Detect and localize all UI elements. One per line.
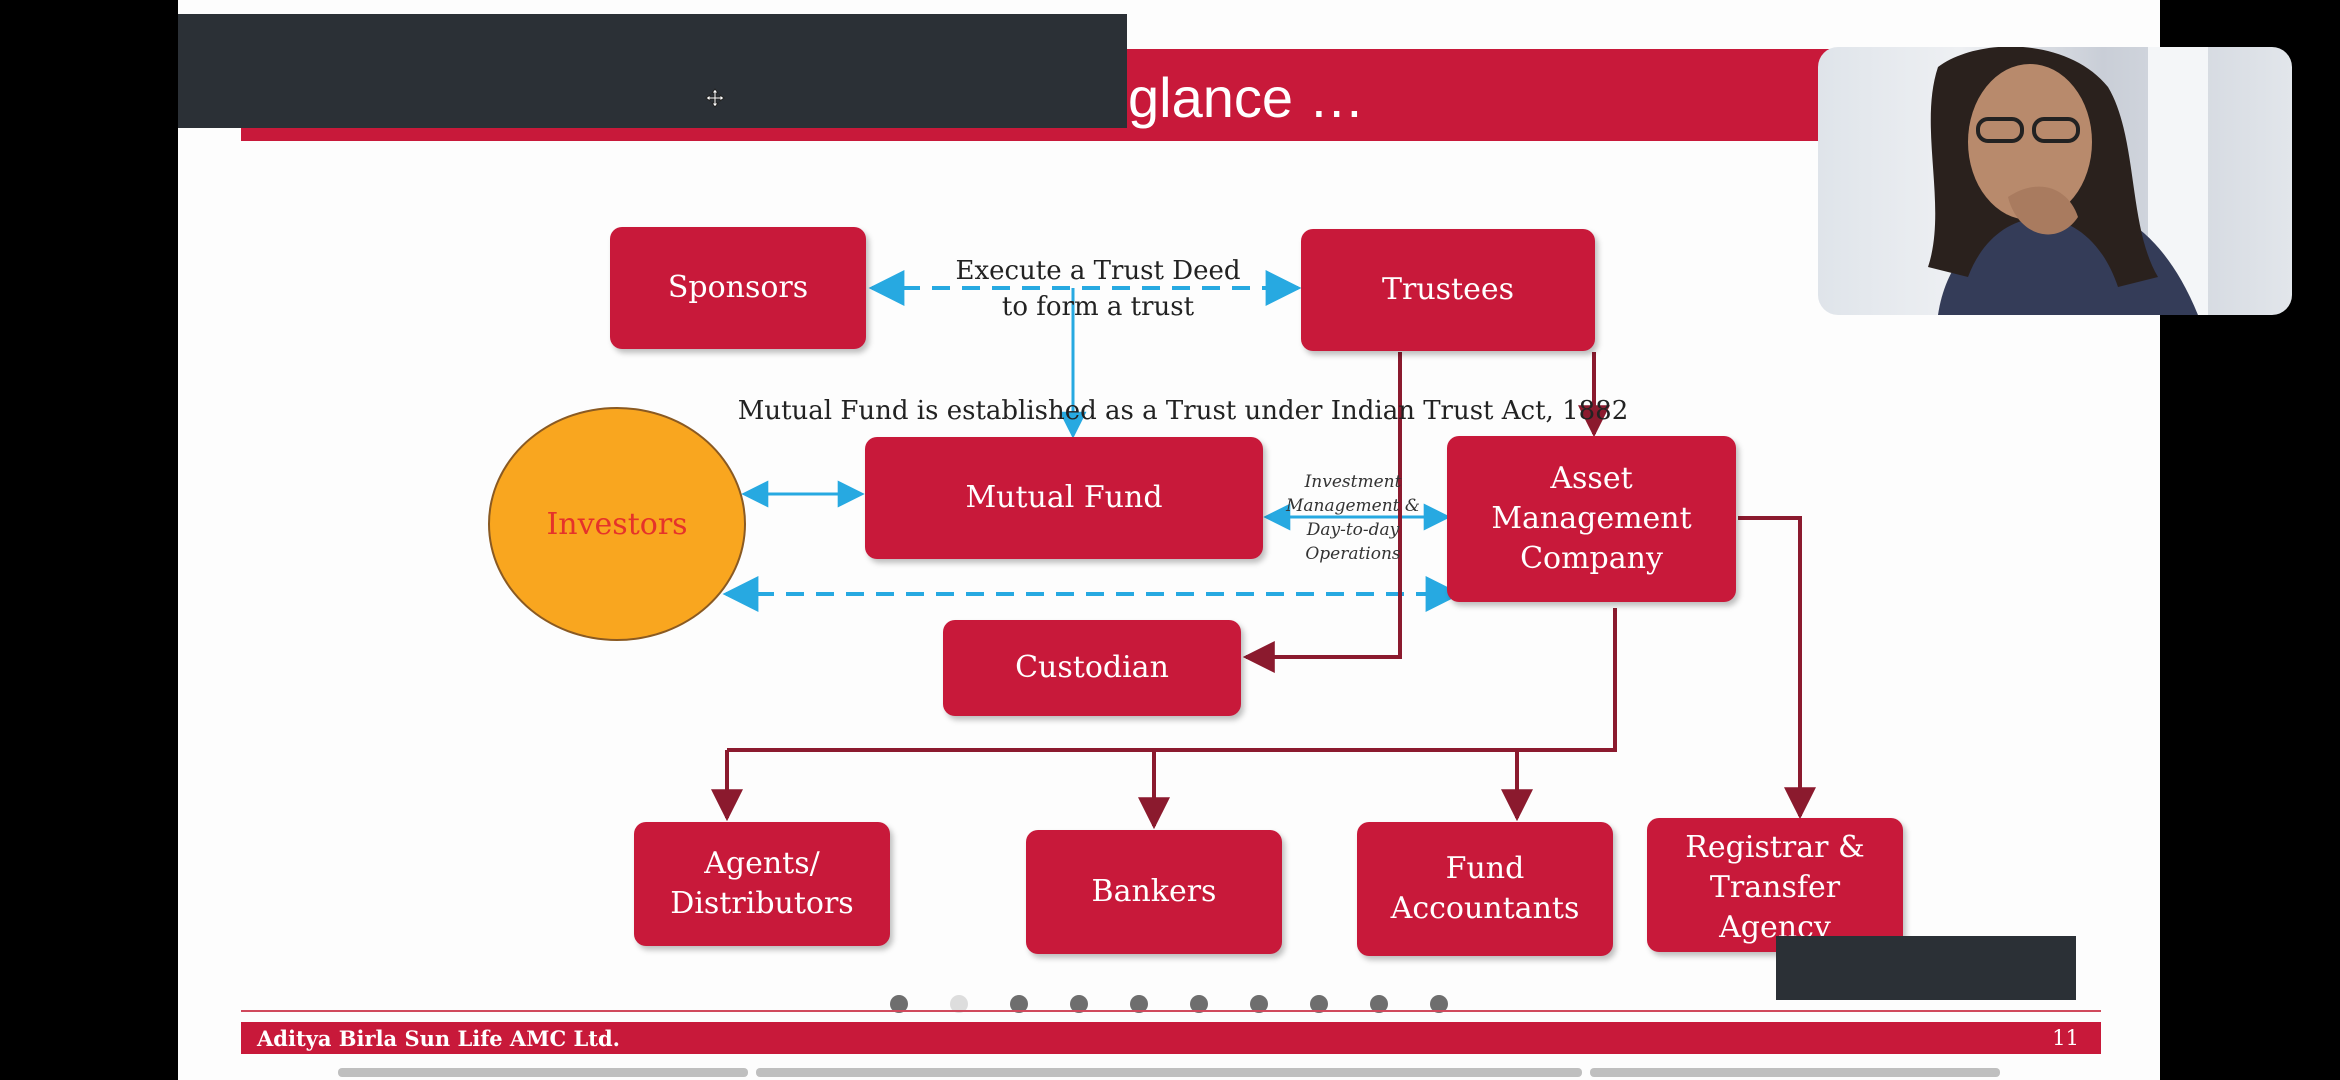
label-trust-deed: Execute a Trust Deed to form a trust	[955, 256, 1241, 322]
node-sponsors: Sponsors	[610, 227, 866, 349]
carousel-dot[interactable]	[1370, 995, 1388, 1013]
filmstrip-bar[interactable]	[756, 1068, 1582, 1077]
label-investment-management: Investment Management & Day-to-day Opera…	[1285, 472, 1421, 564]
arrow-trustees-custodian	[1242, 352, 1402, 673]
carousel-dot[interactable]	[1190, 995, 1208, 1013]
carousel-dot[interactable]	[1250, 995, 1268, 1013]
filmstrip-bar[interactable]	[338, 1068, 748, 1077]
footer-company-name: Aditya Birla Sun Life AMC Ltd.	[257, 1026, 620, 1051]
node-agents-distributors: Agents/ Distributors	[634, 822, 890, 946]
participant-avatar	[1928, 47, 2208, 315]
connector-amc-branch	[727, 608, 1617, 752]
node-asset-management-company: Asset Management Company	[1447, 436, 1736, 602]
filmstrip-bar[interactable]	[1590, 1068, 2000, 1077]
slide-title: glance …	[1128, 66, 1365, 129]
participant-video-thumbnail[interactable]	[1818, 47, 2292, 315]
arrow-amc-registrar	[1738, 516, 1816, 820]
carousel-dot[interactable]	[1310, 995, 1328, 1013]
node-investors: Investors	[488, 407, 746, 641]
carousel-dot[interactable]	[1130, 995, 1148, 1013]
slide-page-number: 11	[2052, 1026, 2079, 1050]
footer-line	[241, 1010, 2101, 1012]
node-trustees: Trustees	[1301, 229, 1595, 351]
move-icon	[705, 88, 725, 108]
node-mutual-fund: Mutual Fund	[865, 437, 1263, 559]
label-mf-established: Mutual Fund is established as a Trust un…	[737, 396, 1629, 426]
carousel-dot[interactable]	[950, 995, 968, 1013]
slide-carousel-dots	[890, 995, 1448, 1013]
footer-band: Aditya Birla Sun Life AMC Ltd. 11	[241, 1022, 2101, 1054]
carousel-dot[interactable]	[1010, 995, 1028, 1013]
redaction-overlay	[178, 14, 1127, 128]
carousel-dot[interactable]	[1430, 995, 1448, 1013]
node-fund-accountants: Fund Accountants	[1357, 822, 1613, 956]
node-bankers: Bankers	[1026, 830, 1282, 954]
diagram-connectors	[711, 270, 1816, 830]
redaction-overlay-bottom	[1776, 936, 2076, 1000]
node-custodian: Custodian	[943, 620, 1241, 716]
carousel-dot[interactable]	[1070, 995, 1088, 1013]
carousel-dot[interactable]	[890, 995, 908, 1013]
node-registrar-transfer-agency: Registrar & Transfer Agency	[1647, 818, 1903, 952]
